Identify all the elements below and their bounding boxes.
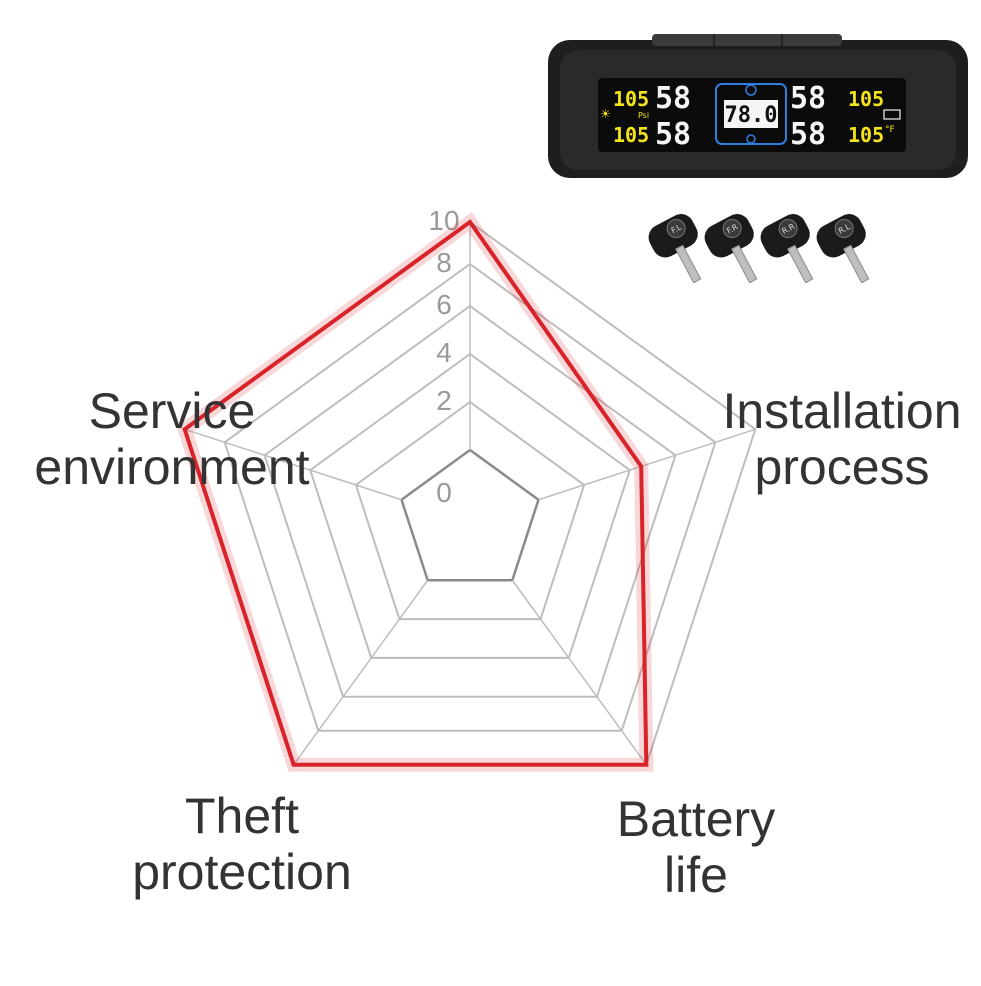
radar-spoke [293, 579, 429, 766]
tire-sensor: F.R [704, 214, 758, 284]
sensor-valve-stem [843, 244, 870, 284]
radar-tick-label: 0 [436, 477, 452, 508]
lcd-psi-unit: Psi [638, 111, 649, 120]
tpms-monitor-device: 105 105 58 58 Psi ☀ 78.0 58 58 105 105 °… [548, 34, 968, 178]
radar-series [176, 212, 654, 772]
radar-series-line [182, 219, 649, 767]
radar-tick-labels: 0 2 4 6 8 10 [428, 205, 459, 508]
sensor-valve-stem [731, 244, 758, 284]
sensor-cap [778, 219, 798, 239]
lcd-right-top-pressure: 58 [790, 81, 826, 116]
sensor-valve-stem [787, 244, 814, 284]
radar-grid-ring [263, 304, 677, 698]
tire-warning-icon [745, 84, 757, 96]
radar-grid-ring [223, 262, 717, 732]
sun-icon: ☀ [600, 107, 611, 121]
brake-icon [746, 134, 756, 144]
lcd-right-bottom-temp: 105 [848, 123, 884, 147]
radar-spoke [511, 579, 647, 766]
sensor-valve-stem [675, 244, 702, 284]
lcd-left-bottom-pressure: 58 [655, 117, 691, 152]
sensor-cap [666, 219, 686, 239]
lcd-fahrenheit-unit: °F [885, 125, 895, 135]
lcd-center-badge [724, 100, 778, 128]
radar-axis-label-line: life [664, 847, 728, 903]
radar-axis-label-line: Battery [617, 791, 775, 847]
monitor-buttons [652, 34, 842, 46]
radar-grid-ring [354, 400, 586, 621]
lcd-center-temperature: 78.0 [725, 103, 778, 128]
radar-tick-label: 8 [436, 247, 452, 278]
radar-tick-label: 2 [436, 385, 452, 416]
radar-tick-label: 10 [428, 205, 459, 236]
radar-axis-label-line: Theft [185, 788, 299, 844]
radar-axis-label-line: Installation [722, 383, 961, 439]
lcd-left-top-temp: 105 [613, 87, 649, 111]
radar-axis-label-line: protection [132, 844, 352, 900]
radar-grid-ring [400, 448, 540, 582]
sensor-cap [834, 219, 854, 239]
radar-tick-label: 4 [436, 337, 452, 368]
radar-axis-label-line: process [754, 439, 929, 495]
tire-sensor: R.R [760, 214, 814, 284]
tire-sensor: F.L [648, 214, 702, 284]
lcd-center-frame [715, 83, 787, 145]
lcd-left-bottom-temp: 105 [613, 123, 649, 147]
battery-icon [883, 109, 901, 120]
radar-grid-ring [309, 352, 631, 659]
radar-axis-label-line: environment [34, 439, 309, 495]
radar-tick-label: 6 [436, 289, 452, 320]
tire-sensor: R.L [816, 214, 870, 284]
radar-spoke [538, 428, 756, 501]
radar-axis-label-line: Service [89, 383, 256, 439]
lcd-right-top-temp: 105 [848, 87, 884, 111]
lcd-left-top-pressure: 58 [655, 81, 691, 116]
radar-spoke [184, 428, 402, 501]
lcd-right-bottom-pressure: 58 [790, 117, 826, 152]
sensor-cap [722, 219, 742, 239]
